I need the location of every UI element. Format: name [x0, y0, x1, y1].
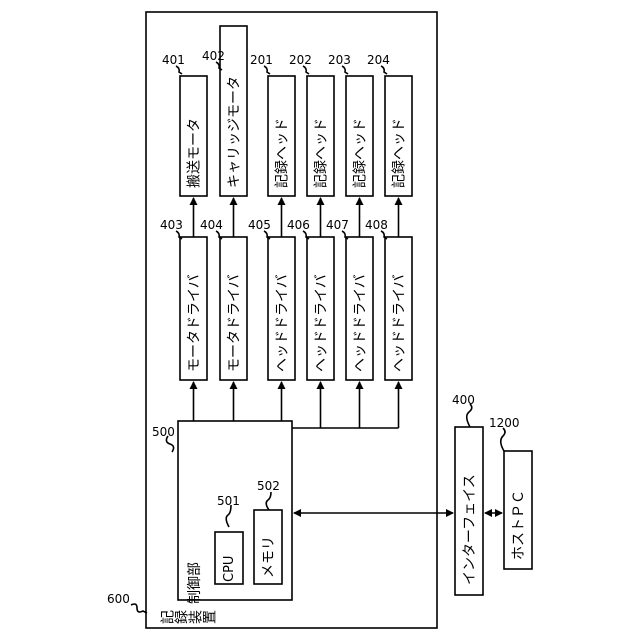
target-label-401: 搬送モータ — [187, 118, 203, 188]
driver-ref-408: 408 — [365, 218, 388, 232]
host-pc-ref: 1200 — [489, 416, 520, 430]
memory-label: メモリ — [261, 536, 277, 578]
ref-leader-400 — [467, 404, 472, 427]
driver-label-405: ヘッドドライバ — [275, 274, 291, 372]
target-label-202: 記録ヘッド — [313, 118, 330, 188]
driver-label-408: ヘッドドライバ — [392, 274, 408, 372]
target-label-402: キャリッジモータ — [227, 76, 243, 188]
interface-ref: 400 — [452, 393, 475, 407]
ref-leader-1200 — [501, 428, 505, 451]
device-ref: 600 — [107, 592, 130, 606]
target-ref-402: 402 — [202, 49, 225, 63]
device-label: 記録装置 — [159, 610, 216, 626]
control-unit-label: 制御部 — [187, 562, 203, 604]
ref-leader-600 — [131, 604, 147, 613]
driver-label-407: ヘッドドライバ — [353, 274, 369, 372]
host-pc-label: ホストＰＣ — [511, 490, 527, 560]
cpu-label: CPU — [222, 556, 237, 582]
target-ref-201: 201 — [250, 53, 273, 67]
target-label-203: 記録ヘッド — [352, 118, 369, 188]
cpu-ref: 501 — [217, 494, 240, 508]
driver-label-404: モータドライバ — [227, 274, 243, 372]
driver-ref-407: 407 — [326, 218, 349, 232]
driver-ref-406: 406 — [287, 218, 310, 232]
target-ref-401: 401 — [162, 53, 185, 67]
control-unit-ref: 500 — [152, 425, 175, 439]
driver-label-403: モータドライバ — [187, 274, 203, 372]
memory-ref: 502 — [257, 479, 280, 493]
target-ref-203: 203 — [328, 53, 351, 67]
interface-label: インターフェイス — [462, 474, 478, 585]
target-label-204: 記録ヘッド — [391, 118, 408, 188]
driver-label-406: ヘッドドライバ — [314, 274, 330, 372]
target-ref-202: 202 — [289, 53, 312, 67]
target-ref-204: 204 — [367, 53, 390, 67]
driver-ref-403: 403 — [160, 218, 183, 232]
driver-ref-405: 405 — [248, 218, 271, 232]
target-label-201: 記録ヘッド — [274, 118, 291, 188]
driver-ref-404: 404 — [200, 218, 223, 232]
